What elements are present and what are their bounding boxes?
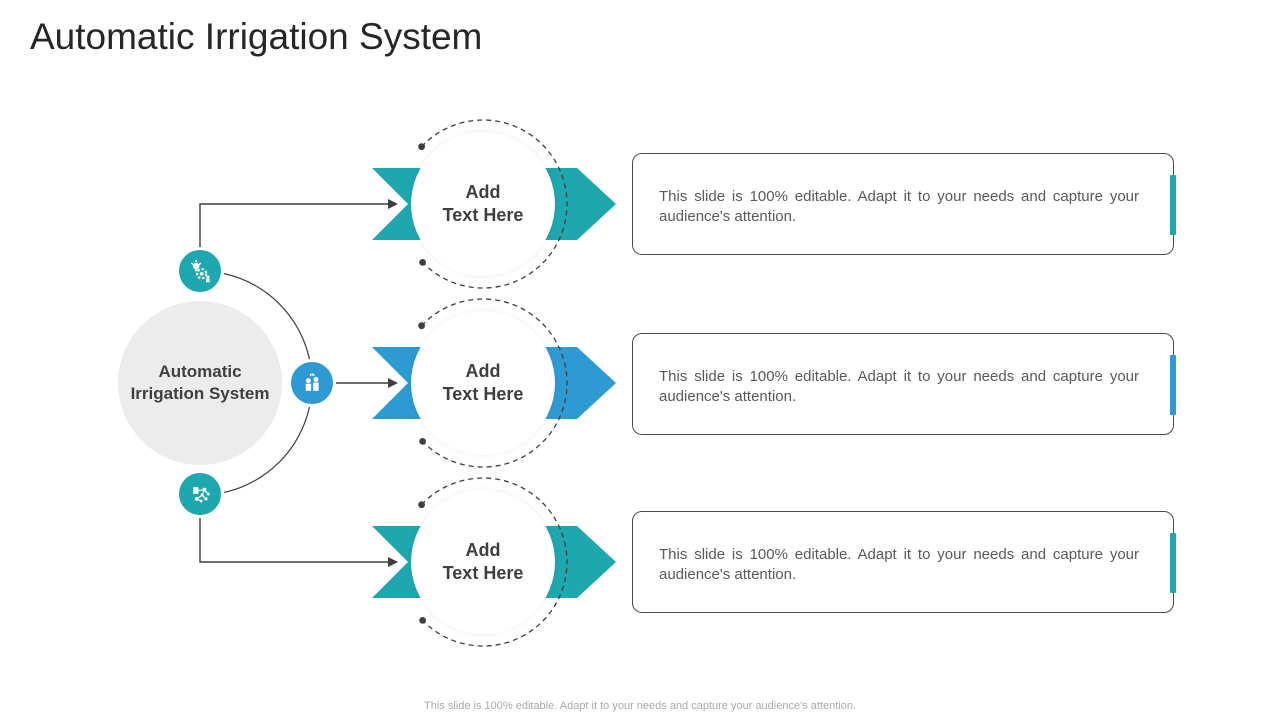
accent-bar-1 <box>1170 175 1176 235</box>
dashed-arc-row2 <box>421 298 568 468</box>
description-text-2: This slide is 100% editable. Adapt it to… <box>659 368 1139 405</box>
hub-label: Automatic Irrigation System <box>130 362 270 403</box>
dashed-arc-row1 <box>421 119 568 289</box>
add-text-node-3[interactable]: Add Text Here <box>411 490 555 634</box>
add-text-node-3-line2: Text Here <box>442 563 524 583</box>
dashed-arc-row3 <box>421 477 568 647</box>
add-text-node-1-line1: Add <box>465 182 501 202</box>
add-text-node-2-line1: Add <box>465 361 501 381</box>
accent-bar-2 <box>1170 355 1176 415</box>
add-text-node-2[interactable]: Add Text Here <box>411 311 555 455</box>
add-text-node-3-line1: Add <box>465 540 501 560</box>
people-collaboration-glyph <box>305 373 319 391</box>
network-nodes-glyph <box>193 487 210 503</box>
idea-process-icon <box>176 247 224 295</box>
description-box-2[interactable]: This slide is 100% editable. Adapt it to… <box>632 333 1176 435</box>
add-text-node-1-line2: Text Here <box>442 205 524 225</box>
dashed-orbit-arcs <box>421 119 568 647</box>
page-title: Automatic Irrigation System <box>30 16 483 57</box>
footer-note: This slide is 100% editable. Adapt it to… <box>424 700 856 712</box>
description-box-1[interactable]: This slide is 100% editable. Adapt it to… <box>632 153 1176 255</box>
connector-row3 <box>199 516 398 567</box>
arc-end-dots <box>418 143 426 624</box>
idea-process-glyph <box>191 259 210 283</box>
add-text-node-1[interactable]: Add Text Here <box>411 132 555 276</box>
people-collaboration-icon <box>288 359 336 407</box>
hub-circle: Automatic Irrigation System <box>118 301 282 465</box>
connector-row1 <box>199 199 398 250</box>
description-text-3: This slide is 100% editable. Adapt it to… <box>659 546 1139 583</box>
accent-bar-3 <box>1170 533 1176 593</box>
description-text-1: This slide is 100% editable. Adapt it to… <box>659 188 1139 225</box>
description-box-3[interactable]: This slide is 100% editable. Adapt it to… <box>632 511 1176 613</box>
add-text-node-2-line2: Text Here <box>442 384 524 404</box>
network-nodes-icon <box>176 470 224 518</box>
